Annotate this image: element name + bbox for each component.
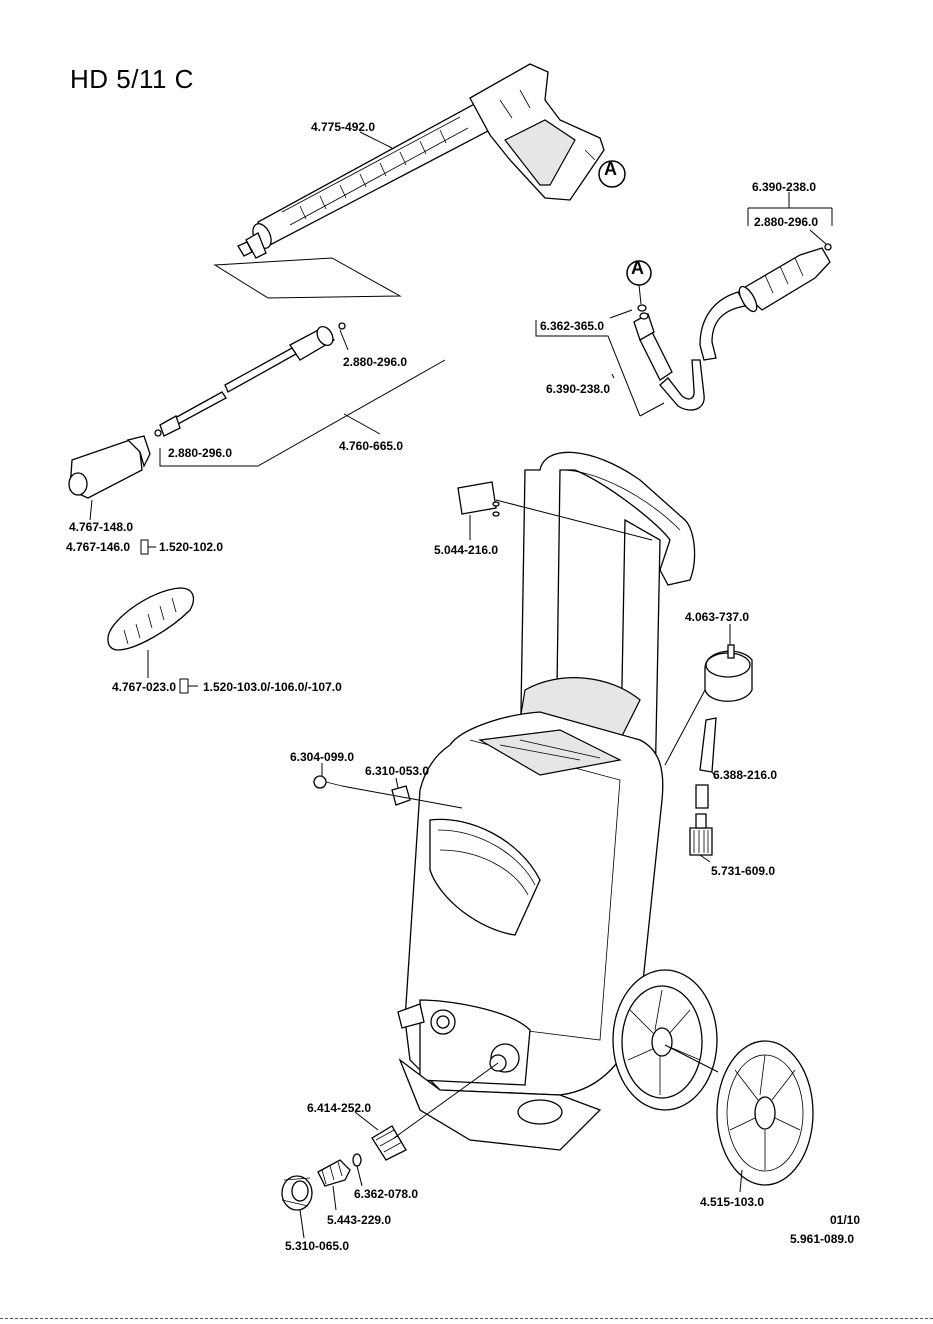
label-seal-ring: 6.362-078.0 (354, 1187, 419, 1201)
label-strainer: 5.731-609.0 (711, 864, 776, 878)
filter-cap-drawing (704, 644, 753, 702)
dirt-blaster-drawing (107, 587, 195, 651)
label-filter-cap: 4.063-737.0 (685, 610, 750, 624)
label-dirt-blaster: 4.767-023.0 (112, 680, 177, 694)
footer-date: 01/10 (830, 1213, 861, 1227)
wheel-cover-drawing (716, 1040, 814, 1186)
nozzle-drawing (68, 435, 151, 499)
label-hose-upper-oring: 2.880-296.0 (754, 215, 819, 229)
machine-body-drawing (397, 451, 718, 1151)
label-hose-upper-group: 6.390-238.0 (752, 180, 817, 194)
marker-a-gun (598, 160, 626, 188)
label-nozzle-b: 4.767-146.0 (66, 540, 131, 554)
label-lance-oring-tip: 2.880-296.0 (168, 446, 233, 460)
clip-drawing (391, 785, 411, 806)
label-coupling-nut: 5.310-065.0 (285, 1239, 350, 1253)
label-nozzle-a: 4.767-148.0 (69, 520, 134, 534)
label-clip: 6.310-053.0 (365, 764, 430, 778)
label-hose-piece: 6.388-216.0 (713, 768, 778, 782)
label-hose-coupling: 6.362-365.0 (540, 319, 605, 333)
label-hose-lower-group: 6.390-238.0 (546, 382, 611, 396)
marker-a-gun-letter: A (604, 159, 617, 179)
label-nozzle-b-ref: 1.520-102.0 (159, 540, 224, 554)
nipple-drawing (317, 1159, 351, 1187)
spray-gun-drawing (237, 63, 605, 259)
label-nipple: 5.443-229.0 (327, 1213, 392, 1227)
leader-lines (89, 131, 833, 1239)
coupling-nut-drawing (281, 1175, 313, 1211)
seal-ring-drawing (352, 1153, 362, 1167)
lance-drawing (154, 322, 346, 437)
screw-drawing (313, 775, 343, 789)
pipe-piece-drawing (695, 784, 709, 809)
page-bottom-line (0, 1318, 933, 1319)
label-plate-drawing (457, 481, 500, 517)
hose-assembly-drawing (633, 243, 832, 411)
diagram-title: HD 5/11 C (70, 64, 194, 94)
label-gun: 4.775-492.0 (311, 120, 376, 134)
label-wheel-cover: 4.515-103.0 (700, 1195, 765, 1209)
label-lance: 4.760-665.0 (339, 439, 404, 453)
strainer-drawing (689, 813, 713, 856)
label-dirt-blaster-ref: 1.520-103.0/-106.0/-107.0 (203, 680, 342, 694)
hose-piece-drawing (699, 717, 717, 773)
connector-drawing (371, 1125, 407, 1161)
marker-a-hose-letter: A (631, 258, 644, 278)
footer-doc-number: 5.961-089.0 (790, 1232, 855, 1246)
label-screw: 6.304-099.0 (290, 750, 355, 764)
label-label-plate: 5.044-216.0 (434, 543, 499, 557)
label-connector: 6.414-252.0 (307, 1101, 372, 1115)
label-lance-oring: 2.880-296.0 (343, 355, 408, 369)
